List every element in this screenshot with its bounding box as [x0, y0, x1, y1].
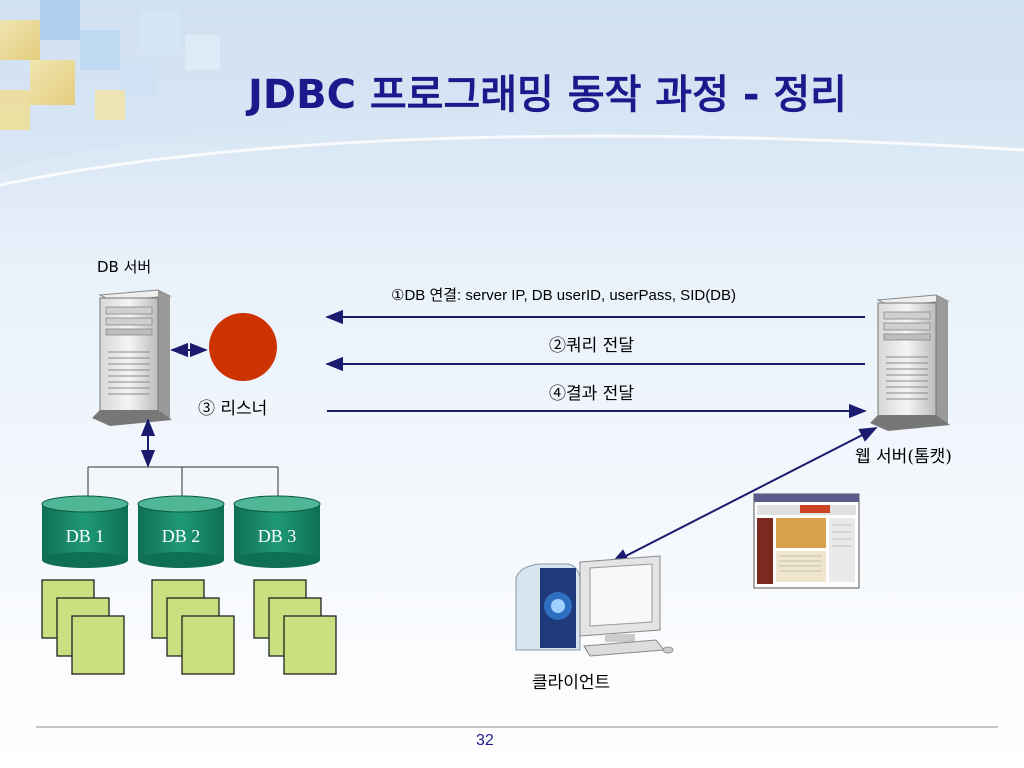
document-stack-3 [253, 579, 337, 675]
db-label: DB 3 [258, 526, 297, 546]
db-cylinder-3: DB 3 [233, 495, 321, 568]
step2-label: ②쿼리 전달 [549, 336, 634, 356]
db-connector-tree [87, 466, 279, 496]
web-server-icon [870, 294, 950, 431]
web-server-label: 웹 서버(톰캣) [855, 447, 952, 467]
client-label: 클라이언트 [532, 673, 611, 693]
decorative-cubes [0, 0, 220, 130]
db-label: DB 2 [162, 526, 201, 546]
arrow-web-client [610, 427, 878, 564]
webpage-thumbnail [753, 493, 860, 589]
page-number: 32 [476, 732, 494, 749]
listener-label: ③ 리스너 [198, 399, 268, 419]
db-server-label: DB 서버 [97, 258, 152, 276]
step4-label: ④결과 전달 [549, 384, 634, 404]
client-computer-icon [515, 555, 674, 657]
db-cylinder-2: DB 2 [137, 495, 225, 568]
listener-circle [209, 313, 277, 381]
document-stack-2 [151, 579, 235, 675]
db-label: DB 1 [66, 526, 105, 546]
slide-title: JDBC 프로그래밍 동작 과정 - 정리 [248, 72, 847, 118]
document-stack-1 [41, 579, 125, 675]
background-swoosh [0, 0, 1024, 170]
db-server-icon [92, 289, 172, 426]
db-cylinder-1: DB 1 [41, 495, 129, 568]
background-arc [0, 134, 1024, 187]
step1-label: ①DB 연결: server IP, DB userID, userPass, … [391, 287, 737, 304]
